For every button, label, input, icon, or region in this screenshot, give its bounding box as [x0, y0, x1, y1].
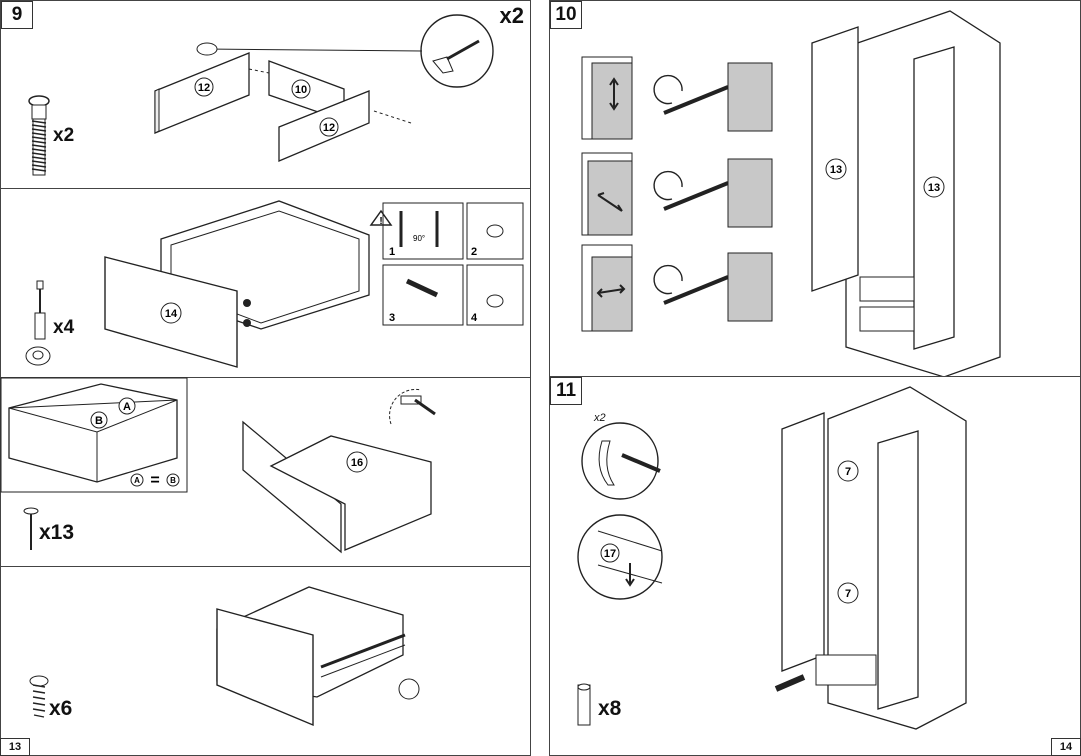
wardrobe-doors-illustration: 13 13 [811, 10, 1001, 378]
screw-quantity: x2 [53, 125, 75, 146]
bolt-quantity: x4 [53, 317, 75, 338]
door-label-13-left: 13 [830, 164, 842, 176]
hinge-adjust-row-1 [581, 56, 773, 140]
bolt-icon [34, 280, 46, 340]
shelf-label-7-bottom: 7 [845, 588, 851, 600]
drawer-bottom-panel: A B A = B x13 16 [0, 377, 531, 567]
nailed-drawer-illustration: 16 [242, 420, 432, 554]
allen-key-detail-icon [420, 14, 494, 88]
handle-detail-quantity: x2 [594, 412, 606, 424]
drawer-detail-illustration: A B A = B [0, 377, 188, 493]
part-label-12b: 12 [323, 122, 335, 134]
equal-sign: = [150, 472, 159, 489]
part-label-14: 14 [165, 308, 178, 320]
wardrobe-shelves-illustration: 7 7 [774, 386, 967, 730]
door-label-13-right: 13 [928, 182, 940, 194]
shelf-label-7-top: 7 [845, 466, 851, 478]
callout-line [196, 42, 423, 56]
part-label-17: 17 [604, 548, 616, 560]
screw-icon [29, 675, 49, 718]
drawer-runner-panel: x6 [0, 566, 531, 756]
nail-icon [23, 507, 39, 550]
step-10-panel: 10 13 13 [549, 0, 1081, 378]
step-number: 10 [550, 1, 582, 29]
step-number: 11 [550, 377, 582, 405]
substep-4: 4 [471, 312, 478, 324]
handle-slide-detail: 17 [577, 514, 663, 600]
equal-label-b: B [170, 476, 176, 485]
handle-icon [577, 683, 591, 726]
step-number: 9 [1, 1, 33, 29]
label-a: A [123, 401, 131, 413]
angle-label: 90° [413, 234, 425, 243]
drawer-box-panel: x4 14 ! 1 2 3 4 90° [0, 188, 531, 378]
substep-3: 3 [389, 312, 395, 324]
substep-1: 1 [389, 246, 395, 258]
drawer-box-illustration: 14 [104, 200, 370, 368]
substep-detail-box: ! 1 2 3 4 90° [369, 202, 524, 326]
handle-detail-illustration [581, 422, 661, 500]
nail-quantity: x13 [39, 521, 75, 544]
equal-label-a: A [134, 476, 140, 485]
svg-text:!: ! [379, 216, 382, 227]
quantity-label-top: x2 [499, 3, 524, 28]
page-number-left: 13 [0, 738, 30, 756]
hinge-adjust-row-2 [581, 152, 773, 236]
handle-quantity: x8 [598, 697, 622, 720]
side-panels-illustration: 12 10 12 [154, 52, 412, 162]
substep-2: 2 [471, 246, 477, 258]
cam-lock-icon [25, 346, 51, 366]
part-label-16: 16 [351, 457, 363, 469]
runner-screw-quantity: x6 [49, 697, 73, 720]
drawer-runner-illustration [216, 586, 420, 727]
page-number-right: 14 [1051, 738, 1081, 756]
hammer-icon [389, 388, 436, 425]
step-11-panel: 11 x2 17 7 7 x8 [549, 376, 1081, 756]
cam-bolt-icon [28, 95, 50, 176]
hinge-adjust-row-3 [581, 244, 773, 332]
part-label-10: 10 [295, 84, 307, 96]
part-label-12: 12 [198, 82, 210, 94]
label-b: B [95, 415, 103, 427]
step-9-panel: 9 x2 x2 12 10 12 [0, 0, 531, 189]
